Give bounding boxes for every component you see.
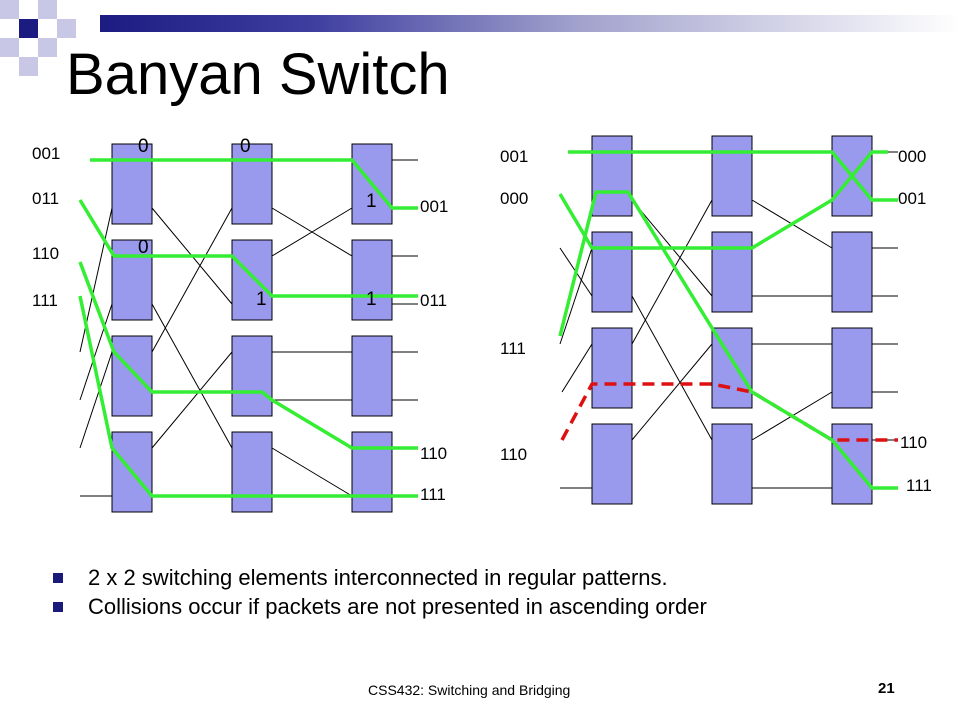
header-square xyxy=(19,19,38,38)
slide-footer: CSS432: Switching and Bridging xyxy=(368,682,571,698)
right-output-label: 111 xyxy=(906,476,932,495)
path-110 xyxy=(78,261,418,450)
left-input-label: 110 xyxy=(32,244,59,263)
right-output-label: 001 xyxy=(898,189,926,208)
bullet-item: 2 x 2 switching elements interconnected … xyxy=(52,563,707,592)
right-input-label: 110 xyxy=(500,445,527,464)
left-output-label: 001 xyxy=(420,197,448,216)
bullet-text: 2 x 2 switching elements interconnected … xyxy=(88,565,668,590)
path-001 xyxy=(90,158,418,210)
right-stage1-wires xyxy=(631,199,713,441)
header-square xyxy=(0,38,19,57)
bullet-item: Collisions occur if packets are not pres… xyxy=(52,592,707,621)
switch-element xyxy=(351,239,393,321)
switch-element xyxy=(231,239,273,321)
routing-bit: 1 xyxy=(256,289,267,310)
routing-bit: 0 xyxy=(240,136,251,157)
header-bar xyxy=(100,15,960,32)
switch-element xyxy=(111,335,153,417)
banyan-diagrams: 001 011 110 111 001 011 110 111 0 0 0 1 … xyxy=(32,135,932,513)
path-000 xyxy=(558,150,888,250)
routing-bit: 1 xyxy=(366,289,377,310)
right-switch-elements xyxy=(591,135,873,505)
switch-element xyxy=(831,231,873,313)
switch-element xyxy=(711,423,753,505)
switch-element xyxy=(351,335,393,417)
switch-element xyxy=(711,135,753,217)
bullet-text: Collisions occur if packets are not pres… xyxy=(88,594,707,619)
left-banyan-network: 001 011 110 111 001 011 110 111 0 0 0 1 … xyxy=(32,136,448,513)
right-routing-paths xyxy=(558,150,898,490)
switch-element xyxy=(231,335,273,417)
right-output-label: 110 xyxy=(900,433,927,452)
switch-element xyxy=(831,327,873,409)
switch-element xyxy=(111,143,153,225)
right-banyan-network: 001 000 111 110 000 001 110 111 xyxy=(500,135,932,505)
left-routing-paths xyxy=(78,158,418,498)
right-output-label: 000 xyxy=(898,147,926,166)
switch-element xyxy=(591,423,633,505)
header-square xyxy=(57,19,76,38)
bullet-square-icon xyxy=(53,573,63,583)
switch-element xyxy=(591,327,633,409)
header-square xyxy=(38,38,57,57)
switch-element xyxy=(111,239,153,321)
left-input-label: 011 xyxy=(32,189,59,208)
collision-path xyxy=(560,382,898,442)
path-111 xyxy=(558,190,898,490)
left-stage1-wires xyxy=(151,207,233,449)
routing-bit: 1 xyxy=(366,191,377,212)
page-number: 21 xyxy=(878,680,895,697)
switch-element xyxy=(711,231,753,313)
header-square xyxy=(19,57,38,76)
switch-element xyxy=(351,431,393,513)
switch-element xyxy=(231,143,273,225)
right-input-label: 001 xyxy=(500,147,528,166)
right-input-label: 000 xyxy=(500,189,528,208)
left-stage2-wires xyxy=(271,207,353,497)
left-input-label: 111 xyxy=(32,291,58,310)
header-square xyxy=(0,0,19,19)
left-output-label: 110 xyxy=(420,444,447,463)
header-square xyxy=(38,0,57,19)
routing-bit: 0 xyxy=(138,237,149,258)
left-output-label: 111 xyxy=(420,485,446,504)
slide-title: Banyan Switch xyxy=(66,42,450,107)
path-011 xyxy=(78,199,418,298)
right-input-label: 111 xyxy=(500,339,526,358)
path-111 xyxy=(78,295,418,498)
bullet-list: 2 x 2 switching elements interconnected … xyxy=(52,563,707,621)
left-output-label: 011 xyxy=(420,291,447,310)
right-stage2-wires xyxy=(751,199,833,489)
switch-element xyxy=(231,431,273,513)
bullet-square-icon xyxy=(53,602,63,612)
left-switch-elements xyxy=(111,143,393,513)
left-input-label: 001 xyxy=(32,144,60,163)
switch-element xyxy=(591,231,633,313)
routing-bit: 0 xyxy=(138,136,149,157)
switch-element xyxy=(591,135,633,217)
